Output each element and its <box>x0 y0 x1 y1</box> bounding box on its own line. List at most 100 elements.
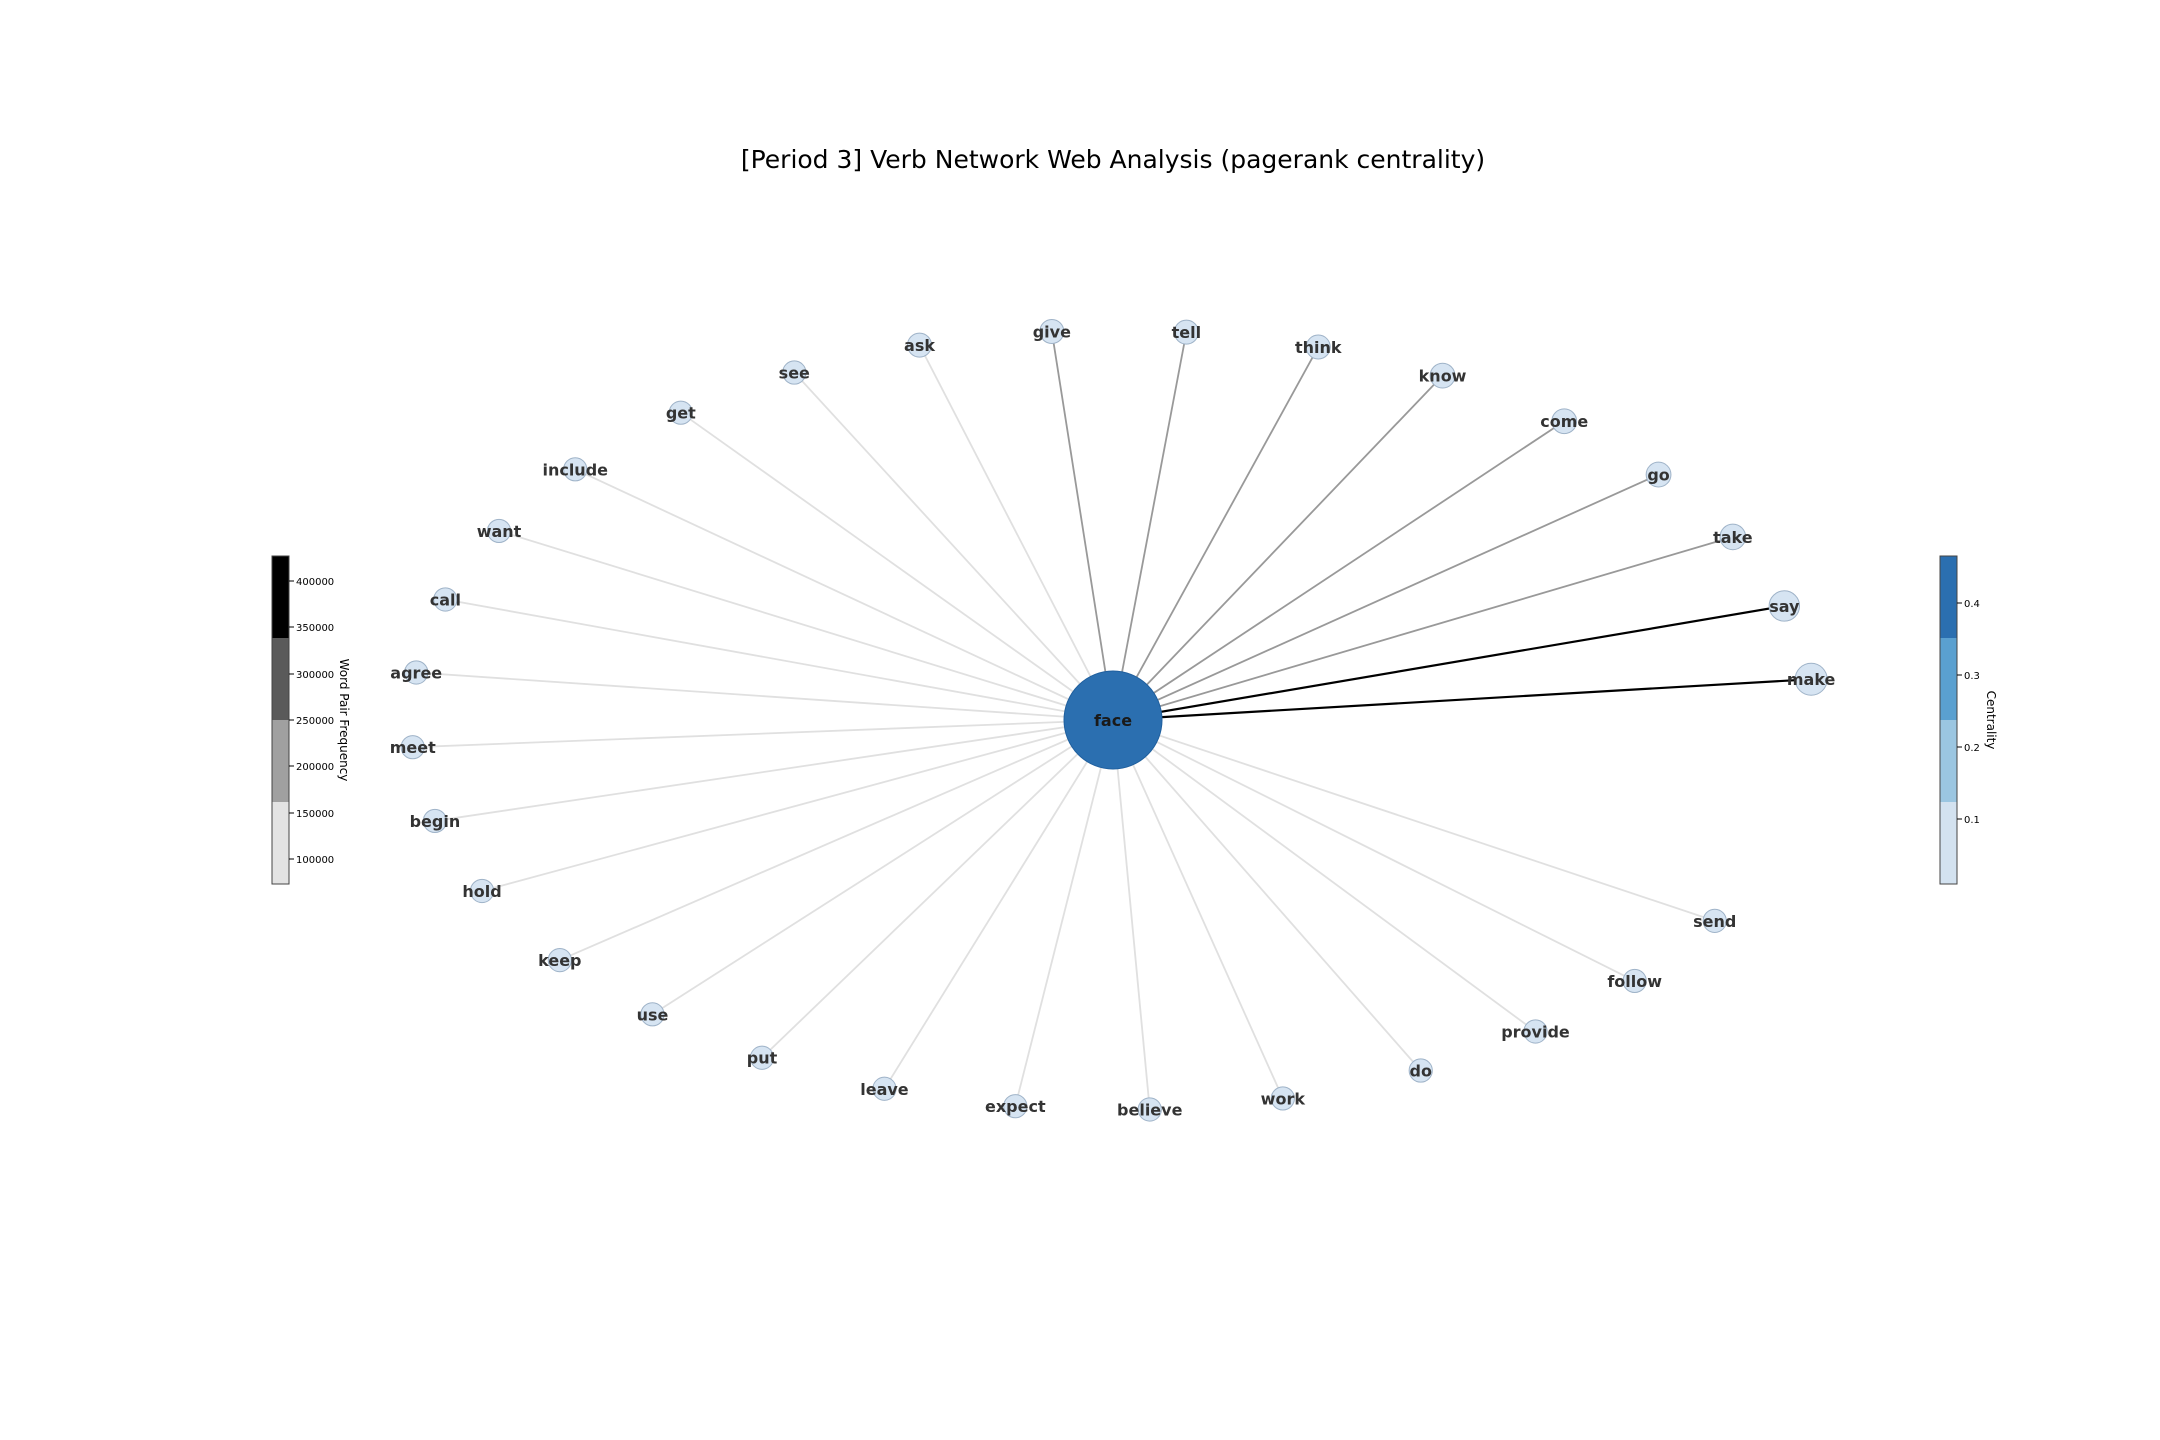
edge-face-begin <box>434 719 1114 822</box>
node-label-get: get <box>666 404 696 423</box>
node-give <box>1039 318 1065 344</box>
node-send <box>1702 908 1727 933</box>
node-label-tell: tell <box>1172 323 1201 342</box>
edge-face-come <box>1112 420 1565 721</box>
cbar-cent-tick-label: 0.3 <box>1964 671 1980 682</box>
node-do <box>1408 1058 1433 1083</box>
edge-face-provide <box>1112 719 1537 1033</box>
node-label-follow: follow <box>1607 972 1662 991</box>
cbar-cent-tick-label: 0.2 <box>1964 743 1980 754</box>
node-label-go: go <box>1647 466 1669 485</box>
node-label-expect: expect <box>985 1097 1046 1116</box>
cbar-cent-block <box>1940 638 1957 720</box>
node-meet <box>400 735 425 760</box>
node-label-send: send <box>1693 912 1736 931</box>
node-think <box>1305 334 1331 360</box>
node-label-take: take <box>1713 528 1753 547</box>
centrality-colorbar-label: Centrality <box>1984 691 1998 750</box>
node-go <box>1645 461 1672 488</box>
node-label-ask: ask <box>904 336 935 355</box>
edge-face-say <box>1112 604 1785 722</box>
node-keep <box>547 948 572 973</box>
edge-face-hold <box>481 719 1114 892</box>
node-take <box>1719 523 1747 551</box>
centrality-colorbar: 0.10.20.30.4 Centrality <box>1939 555 1998 885</box>
node-get <box>668 400 693 425</box>
cbar-freq-tick-label: 250000 <box>296 716 334 727</box>
edge-face-use <box>651 719 1114 1016</box>
node-layer: make say take go come know think tell give ask see… <box>390 318 1836 1122</box>
node-say <box>1768 590 1801 622</box>
node-label-provide: provide <box>1501 1022 1570 1041</box>
edge-face-give <box>1050 331 1114 721</box>
frequency-colorbar-label: Word Pair Frequency <box>337 659 351 782</box>
edge-face-expect <box>1014 719 1114 1107</box>
edge-layer <box>412 331 1812 1110</box>
edge-face-send <box>1112 719 1716 922</box>
edge-face-make <box>1112 678 1812 722</box>
node-label-begin: begin <box>410 812 461 831</box>
edge-face-leave <box>883 719 1114 1090</box>
node-label-hold: hold <box>462 882 501 901</box>
node-work <box>1270 1086 1295 1111</box>
cbar-freq-tick-label: 400000 <box>296 577 334 588</box>
node-leave <box>872 1076 897 1101</box>
node-follow <box>1622 968 1647 994</box>
cbar-freq-block <box>272 556 289 638</box>
frequency-colorbar: 1000001500002000002500003000003500004000… <box>271 555 351 885</box>
node-label-put: put <box>747 1049 778 1068</box>
node-see <box>782 360 807 385</box>
edge-face-ask <box>918 344 1114 721</box>
node-label-come: come <box>1540 412 1588 431</box>
cbar-cent-block <box>1940 556 1957 638</box>
node-label-give: give <box>1033 322 1071 341</box>
node-come <box>1551 408 1578 435</box>
node-label-work: work <box>1261 1089 1306 1108</box>
edge-face-meet <box>412 719 1114 749</box>
cbar-freq-block <box>272 802 289 884</box>
node-label-think: think <box>1295 338 1342 357</box>
cbar-freq-tick-label: 300000 <box>296 670 334 681</box>
node-label-make: make <box>1787 670 1836 689</box>
node-provide <box>1523 1019 1548 1044</box>
cbar-freq-tick-label: 150000 <box>296 809 334 820</box>
edge-face-want <box>498 530 1114 721</box>
node-make <box>1794 662 1828 696</box>
center-node-label: face <box>1094 711 1132 730</box>
cbar-freq-block <box>272 638 289 720</box>
node-label-agree: agree <box>390 663 442 682</box>
edge-face-work <box>1112 719 1284 1099</box>
node-label-want: want <box>477 522 522 541</box>
node-know <box>1429 362 1456 389</box>
node-label-see: see <box>779 364 810 383</box>
node-use <box>640 1002 665 1027</box>
node-label-do: do <box>1410 1062 1432 1081</box>
edge-face-include <box>574 468 1114 721</box>
node-call <box>433 587 458 612</box>
node-label-say: say <box>1769 597 1800 616</box>
node-ask <box>907 332 933 358</box>
center-node-group: face <box>1063 670 1163 770</box>
edge-face-agree <box>416 671 1114 721</box>
edge-face-see <box>793 371 1114 721</box>
node-label-know: know <box>1419 367 1467 386</box>
node-include <box>563 457 588 482</box>
cbar-freq-tick-label: 350000 <box>296 623 334 634</box>
node-agree <box>404 660 429 685</box>
node-believe <box>1137 1097 1162 1122</box>
centrality-colorbar-frame <box>1939 555 1958 885</box>
edge-face-keep <box>559 719 1114 961</box>
edge-face-get <box>680 411 1114 721</box>
edge-face-go <box>1112 473 1659 721</box>
node-label-use: use <box>637 1005 669 1024</box>
edge-face-call <box>445 598 1114 721</box>
node-begin <box>422 808 448 834</box>
node-label-call: call <box>430 590 461 609</box>
edge-face-tell <box>1112 331 1188 721</box>
cbar-cent-block <box>1940 802 1957 884</box>
node-put <box>749 1045 775 1070</box>
node-label-include: include <box>542 460 608 479</box>
edge-face-take <box>1112 536 1734 721</box>
node-tell <box>1173 319 1199 345</box>
